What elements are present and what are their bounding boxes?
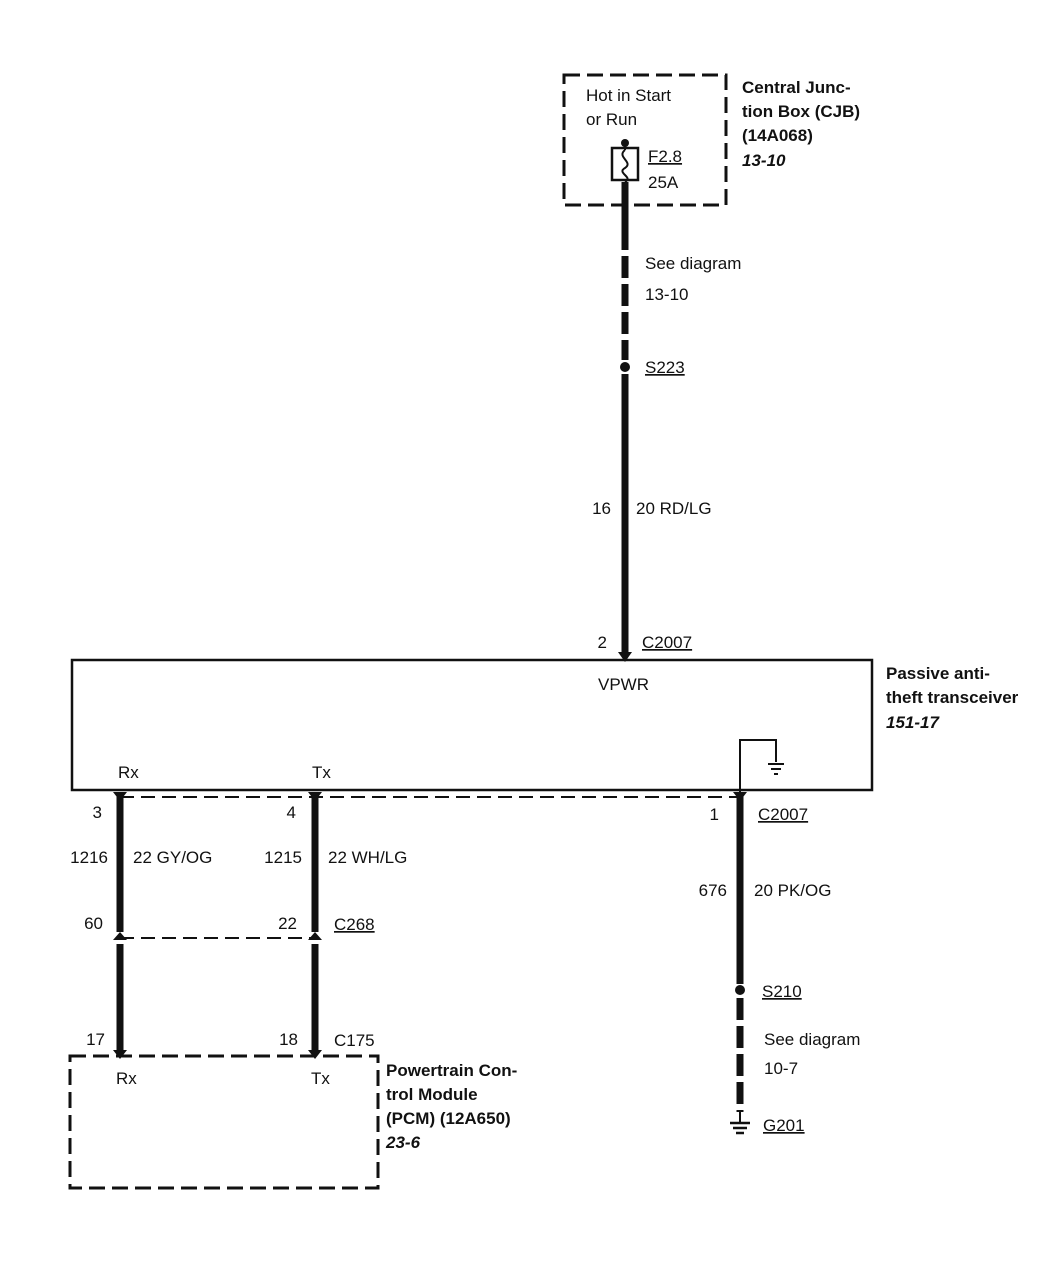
splice-s210-dot (735, 985, 745, 995)
pcm-rx: Rx (116, 1069, 137, 1088)
tx-c175-pin: 18 (279, 1030, 298, 1049)
c175-label: C175 (334, 1031, 375, 1050)
cjb-name-line1: Central Junc- (742, 78, 851, 97)
pats-ref: 151-17 (886, 713, 940, 732)
pats-name-line1: Passive anti- (886, 664, 990, 683)
cjb-hot-line2: or Run (586, 110, 637, 129)
rx-pin: 3 (93, 803, 102, 822)
ground-pin: 1 (710, 805, 719, 824)
cjb-name-line2: tion Box (CJB) (742, 102, 860, 121)
cjb-part: (14A068) (742, 126, 813, 145)
upper-circuit-number: 16 (592, 499, 611, 518)
ground-gauge-color: 20 PK/OG (754, 881, 831, 900)
splice-s210-label: S210 (762, 982, 802, 1001)
tx-circuit-number: 1215 (264, 848, 302, 867)
internal-ground-icon (739, 739, 784, 792)
pcm-name-line2: trol Module (386, 1085, 478, 1104)
tx-gauge-color: 22 WH/LG (328, 848, 407, 867)
cjb-fuse-id: F2.8 (648, 147, 682, 166)
pats-tx: Tx (312, 763, 331, 782)
cjb-ref: 13-10 (742, 151, 786, 170)
fuse-icon (610, 139, 640, 183)
upper-see-diagram-line1: See diagram (645, 254, 741, 273)
ground-see-diagram-line1: See diagram (764, 1030, 860, 1049)
rx-circuit-number: 1216 (70, 848, 108, 867)
pcm-box (68, 1054, 380, 1190)
rx-c175-pin: 17 (86, 1030, 105, 1049)
ground-symbol-icon (730, 1112, 750, 1135)
pcm-ref: 23-6 (385, 1133, 421, 1152)
ground-g201-label: G201 (763, 1116, 805, 1135)
c268-label: C268 (334, 915, 375, 934)
ground-see-diagram-line2: 10-7 (764, 1059, 798, 1078)
tx-c268-pin: 22 (278, 914, 297, 933)
rx-c268-pin: 60 (84, 914, 103, 933)
upper-pin: 2 (598, 633, 607, 652)
tx-pin: 4 (287, 803, 296, 822)
upper-gauge-color: 20 RD/LG (636, 499, 712, 518)
pcm-name-line1: Powertrain Con- (386, 1061, 517, 1080)
pats-name-line2: theft transceiver (886, 688, 1019, 707)
ground-connector: C2007 (758, 805, 808, 824)
upper-pin-arrow (618, 652, 632, 662)
pats-vpwr: VPWR (598, 675, 649, 694)
pcm-name-line3: (PCM) (12A650) (386, 1109, 511, 1128)
ground-circuit-number: 676 (699, 881, 727, 900)
cjb-box (562, 73, 728, 207)
pats-box (70, 658, 874, 792)
pcm-tx: Tx (311, 1069, 330, 1088)
upper-connector: C2007 (642, 633, 692, 652)
pats-rx: Rx (118, 763, 139, 782)
splice-s223-label: S223 (645, 358, 685, 377)
cjb-hot-line1: Hot in Start (586, 86, 671, 105)
upper-see-diagram-line2: 13-10 (645, 285, 688, 304)
cjb-fuse-rating: 25A (648, 173, 679, 192)
rx-gauge-color: 22 GY/OG (133, 848, 212, 867)
splice-s223-dot (620, 362, 630, 372)
